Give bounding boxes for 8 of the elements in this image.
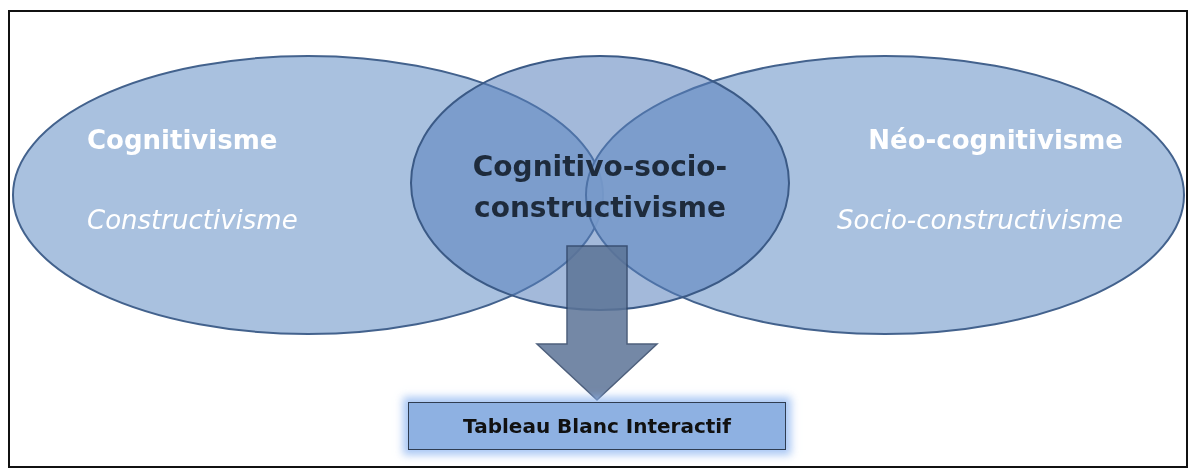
- subheading-text: Socio-constructivisme: [837, 205, 1123, 235]
- subheading-text: Constructivisme: [87, 205, 298, 235]
- ellipse-label: Cognitivo-socio-constructivisme: [471, 149, 729, 226]
- block-arrow: [535, 245, 659, 402]
- box-label: Tableau Blanc Interactif: [463, 414, 731, 438]
- heading-text: Cognitivisme: [87, 125, 278, 155]
- heading-text: Néo-cognitivisme: [868, 125, 1123, 155]
- label-box: [408, 402, 786, 450]
